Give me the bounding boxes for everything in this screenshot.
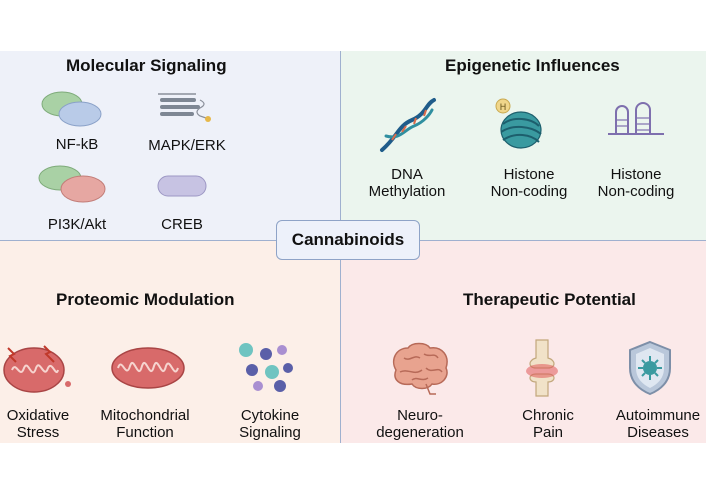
molecular-signaling-panel (0, 51, 341, 241)
brain-icon (392, 342, 448, 395)
mitochondrion-icon (111, 347, 185, 389)
protein-complex-icon (38, 165, 106, 203)
molecular-signaling-title: Molecular Signaling (66, 56, 227, 75)
cannabinoids-center-label: Cannabinoids (276, 220, 420, 260)
proteomic-modulation-panel (0, 241, 341, 443)
dna-helix-icon (380, 98, 436, 152)
mapk-erk-label: MAPK/ERK (148, 137, 226, 154)
neurodegeneration-label: Neuro-degeneration (376, 407, 464, 441)
therapeutic-potential-panel (341, 241, 706, 443)
joint-icon (526, 339, 558, 397)
svg-text:H: H (500, 103, 507, 113)
pi3k-akt-label: PI3K/Akt (47, 216, 107, 233)
creb-label: CREB (161, 216, 203, 233)
epigenetic-influences-title: Epigenetic Influences (445, 56, 620, 75)
rna-hairpin-icon (608, 102, 664, 135)
damaged-mitochondrion-icon (3, 345, 71, 393)
cytokines-icon (239, 343, 293, 392)
therapeutic-potential-title: Therapeutic Potential (463, 290, 636, 309)
protein-complex-icon (41, 91, 102, 127)
proteomic-modulation-title: Proteomic Modulation (56, 290, 235, 309)
protein-capsule-icon (157, 175, 207, 197)
signaling-cascade-icon (158, 93, 211, 122)
shield-virus-icon (629, 340, 671, 396)
nf-kb-label: NF-kB (55, 136, 99, 153)
nucleosome-icon: H (495, 98, 542, 149)
